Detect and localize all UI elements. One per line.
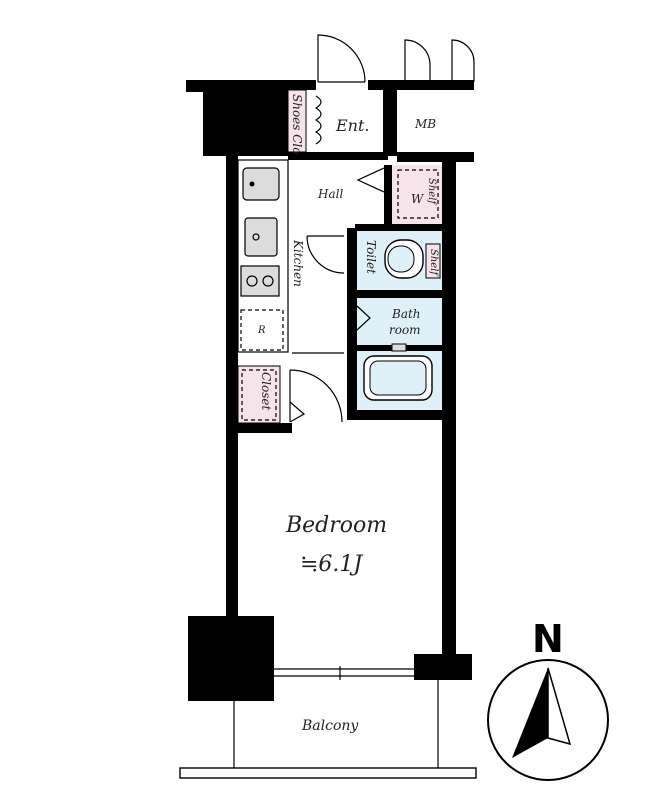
- compass-needle-icon: [512, 668, 548, 758]
- kitchen-label: Kitchen: [291, 239, 305, 287]
- balcony: Balcony: [179, 680, 477, 779]
- kitchen: R Kitchen: [237, 159, 345, 353]
- closet-label: Closet: [259, 372, 273, 411]
- toilet-label: Toilet: [364, 240, 378, 274]
- balcony-window: [274, 666, 414, 680]
- mb-label: MB: [414, 117, 436, 131]
- shelf-label-toilet: Shelf: [428, 249, 439, 277]
- refrigerator-label: R: [257, 325, 266, 336]
- hall-label: Hall: [317, 187, 343, 201]
- entrance-doors: [317, 34, 475, 83]
- bathroom-label-1: Bath: [391, 307, 421, 321]
- bathroom: Bath room: [356, 298, 442, 410]
- compass: N: [487, 617, 609, 781]
- shoes-closet-label: Shoes Clo: [290, 94, 304, 155]
- bedroom-size: ≒6.1J: [300, 552, 363, 577]
- entrance: Shoes Clo Ent.: [287, 89, 383, 155]
- balcony-label: Balcony: [301, 718, 359, 734]
- w-area: W Shelf: [392, 165, 442, 224]
- w-label: W: [411, 192, 425, 206]
- north-label: N: [532, 617, 564, 661]
- closet: Closet: [237, 352, 344, 424]
- walls: [186, 80, 474, 701]
- bedroom: Bedroom ≒6.1J: [285, 513, 387, 577]
- hall-door-swing: [356, 167, 385, 193]
- bathroom-label-2: room: [389, 323, 421, 337]
- mb-area: MB: [397, 90, 474, 152]
- bedroom-label: Bedroom: [285, 513, 387, 538]
- shelf-label-top: Shelf: [426, 178, 437, 206]
- toilet-room: Toilet Shelf: [357, 231, 442, 290]
- entrance-label: Ent.: [335, 116, 370, 135]
